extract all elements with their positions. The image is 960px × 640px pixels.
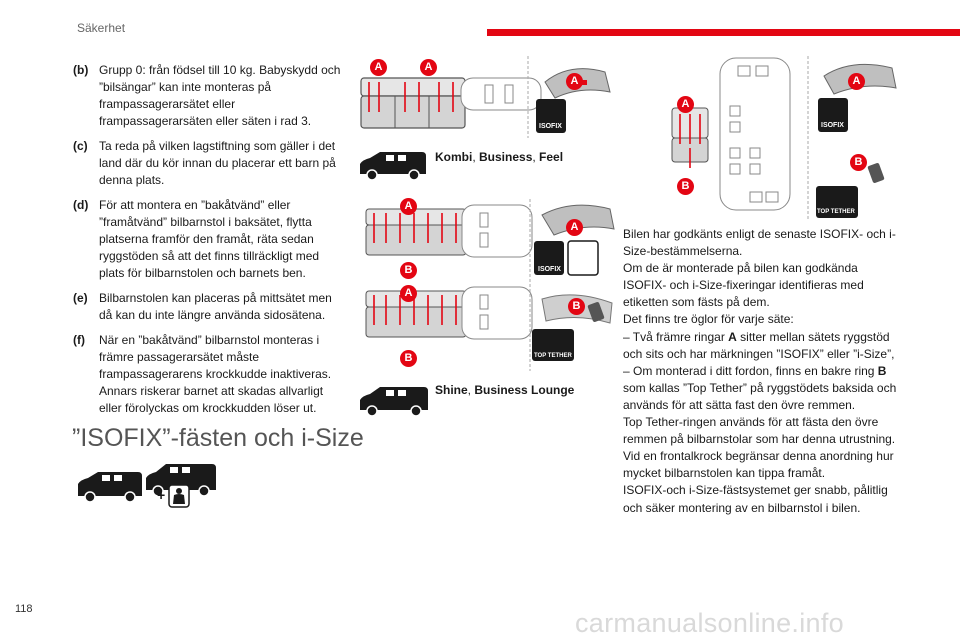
caption-part: Shine — [435, 383, 468, 397]
isofix-label: ISOFIX — [538, 266, 561, 273]
list-item-key: (e) — [73, 291, 88, 305]
list-item-text: För att montera en ”bakåtvänd” eller ”fr… — [99, 198, 320, 280]
marker-a: A — [566, 219, 583, 236]
marker-a: A — [400, 198, 417, 215]
text-run: – Om monterad i ditt fordon, finns en ba… — [623, 363, 878, 378]
front-seat-illustration — [671, 107, 709, 168]
text-run: som kallas ”Top Tether” på ryggstödets b… — [623, 380, 897, 412]
marker-a: A — [848, 73, 865, 90]
caption-part: Feel — [539, 150, 564, 164]
isize-badge — [567, 240, 599, 276]
caption-part: Kombi — [435, 150, 473, 164]
section-header: Säkerhet — [77, 21, 126, 35]
marker-b: B — [568, 298, 585, 315]
caption-shine: Shine, Business Lounge — [435, 383, 574, 397]
marker-a: A — [370, 59, 387, 76]
top-tether-label: TOP TETHER — [817, 209, 855, 215]
list-item: (d) För att montera en ”bakåtvänd” eller… — [73, 197, 343, 282]
rear-bench-illustration — [360, 77, 466, 129]
paragraph-line: – Två främre ringar A sitter mellan säte… — [623, 329, 903, 363]
list-item-text: Bilbarnstolen kan placeras på mittsätet … — [99, 291, 332, 322]
header-accent-bar — [487, 29, 960, 36]
isofix-description: Bilen har godkänts enligt de senaste ISO… — [623, 226, 903, 517]
list-item: (c) Ta reda på vilken lagstiftning som g… — [73, 138, 343, 189]
top-tether-label: TOP TETHER — [534, 353, 572, 359]
isofix-illustration-kombi — [355, 52, 620, 140]
paragraph-line: ISOFIX-och i-Size-fästsystemet ger snabb… — [623, 483, 888, 515]
marker-a: A — [400, 285, 417, 302]
list-item-key: (f) — [73, 333, 85, 347]
caption-sep: , — [472, 150, 480, 164]
marker-b: B — [677, 178, 694, 195]
van-icons — [78, 464, 216, 503]
caption-part: Business — [479, 150, 533, 164]
isofix-badge — [534, 241, 564, 275]
isofix-label: ISOFIX — [821, 122, 844, 129]
child-seat-icon — [168, 484, 190, 508]
label-b-ref: B — [877, 363, 887, 378]
marker-b: B — [400, 262, 417, 279]
isofix-illustration-shine — [365, 199, 615, 371]
van-long-icon — [146, 464, 216, 497]
top-tether-badge — [532, 329, 574, 361]
marker-b: B — [850, 154, 867, 171]
page-number: 118 — [15, 603, 33, 615]
paragraph-line: Bilen har godkänts enligt de senaste ISO… — [623, 227, 896, 259]
caption-sep: , — [467, 383, 475, 397]
list-item-key: (c) — [73, 139, 88, 153]
van-short-icon — [360, 152, 426, 181]
note-list: (b) Grupp 0: från födsel till 10 kg. Bab… — [73, 62, 343, 425]
text-run: sitter mellan sätets ryggstöd och sits o… — [623, 329, 895, 361]
plus-sign: + — [157, 487, 166, 503]
car-topview-illustration — [719, 57, 791, 211]
paragraph-line: Det finns tre öglor för varje säte: — [623, 312, 794, 327]
list-item-text: Grupp 0: från födsel till 10 kg. Babysky… — [99, 63, 341, 128]
isofix-badge — [536, 99, 566, 133]
paragraph-line: Top Tether-ringen används för att fästa … — [623, 415, 896, 481]
top-tether-badge — [816, 186, 858, 218]
car-topview-illustration — [461, 204, 533, 340]
caption-sep: , — [532, 150, 540, 164]
caption-kombi: Kombi, Business, Feel — [435, 150, 563, 164]
list-item: (f) När en ”bakåtvänd” bilbarnstol monte… — [73, 332, 343, 417]
paragraph-line: Om de är monterade på bilen kan godkända… — [623, 261, 864, 310]
list-item-text: Ta reda på vilken lagstiftning som gälle… — [99, 139, 336, 187]
list-item-text: När en ”bakåtvänd” bilbarnstol monteras … — [99, 333, 332, 415]
isofix-badge — [818, 98, 848, 132]
car-topview-illustration — [460, 77, 542, 111]
van-short-icon — [78, 472, 142, 503]
section-title: ”ISOFIX”-fästen och i-Size — [72, 424, 364, 452]
isofix-label: ISOFIX — [539, 123, 562, 130]
rear-bench-illustration — [365, 208, 467, 338]
list-item-key: (d) — [73, 198, 89, 212]
list-item: (e) Bilbarnstolen kan placeras på mittsä… — [73, 290, 343, 324]
marker-a: A — [677, 96, 694, 113]
caption-part: Business Lounge — [474, 383, 575, 397]
van-long-icon — [360, 387, 428, 417]
text-run: – Två främre ringar — [623, 329, 729, 344]
label-a-ref: A — [728, 329, 737, 344]
watermark: carmanualsonline.info — [575, 608, 844, 638]
marker-a: A — [566, 73, 583, 90]
marker-a: A — [420, 59, 437, 76]
list-item-key: (b) — [73, 63, 89, 77]
marker-b: B — [400, 350, 417, 367]
list-item: (b) Grupp 0: från födsel till 10 kg. Bab… — [73, 62, 343, 130]
paragraph-line: – Om monterad i ditt fordon, finns en ba… — [623, 363, 903, 414]
isofix-illustration-front-seat — [671, 56, 897, 220]
